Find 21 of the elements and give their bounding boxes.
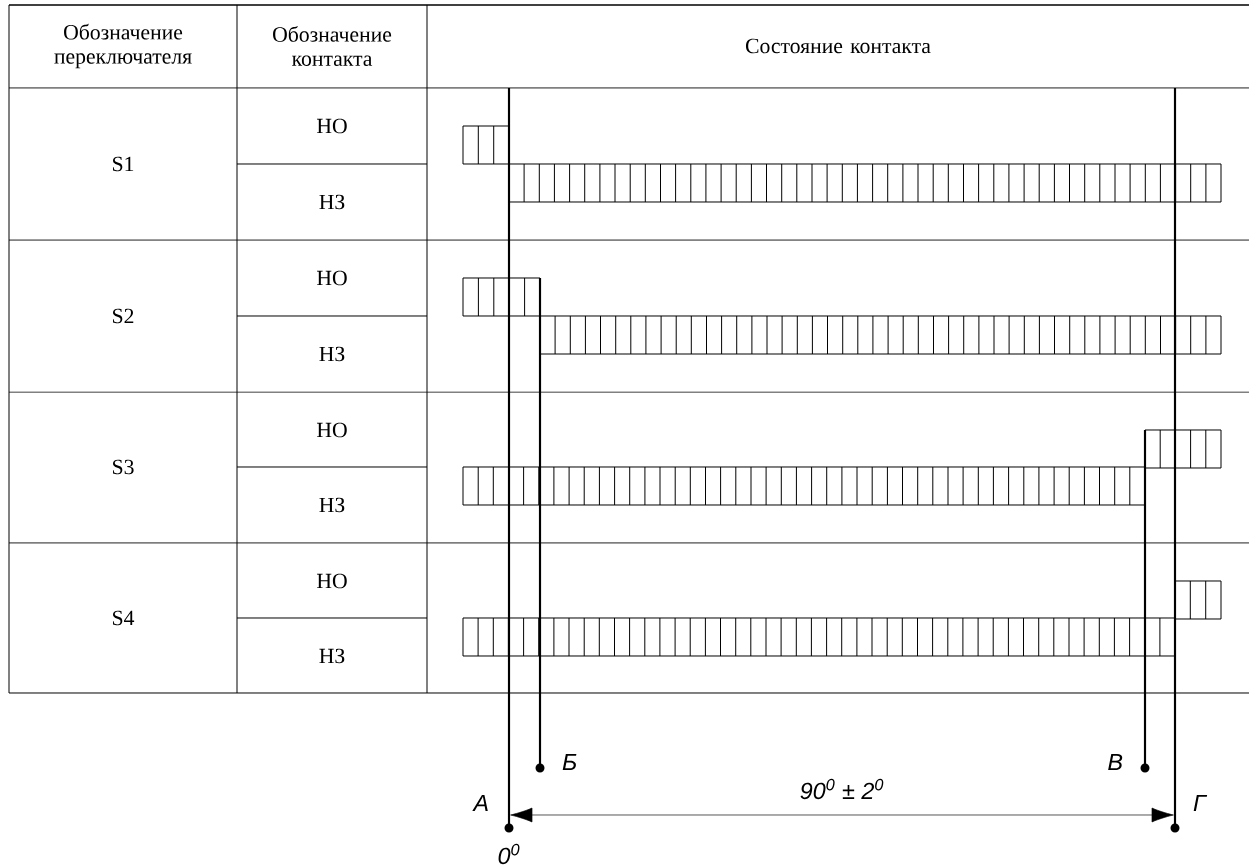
switch-label: S4 (113, 610, 135, 626)
switch-label: S3 (113, 459, 134, 475)
position-label: В (1108, 753, 1123, 770)
column-header: Состояние контакта (746, 38, 931, 54)
contact-label: НЗ (319, 346, 345, 362)
position-label: Б (562, 753, 577, 770)
contact-label: НО (317, 118, 347, 134)
contact-label: НЗ (319, 497, 345, 513)
contact-label: НО (317, 573, 347, 589)
contact-label: НО (317, 422, 347, 438)
switch-label: S1 (113, 156, 134, 172)
contact-label: НЗ (319, 194, 345, 210)
angle-label: 0$^{0}$ (498, 843, 520, 865)
contact-label: НЗ (319, 648, 345, 664)
angle-label: 90$^{0}$ ± 2$^{0}$ (800, 778, 884, 800)
column-header: Обозначение контакта (273, 26, 392, 66)
column-header: Обозначение переключателя (54, 23, 192, 69)
contact-label: НО (317, 270, 347, 286)
position-label: Г (1193, 794, 1208, 812)
position-label: А (472, 794, 488, 811)
switch-label: S2 (113, 308, 134, 324)
